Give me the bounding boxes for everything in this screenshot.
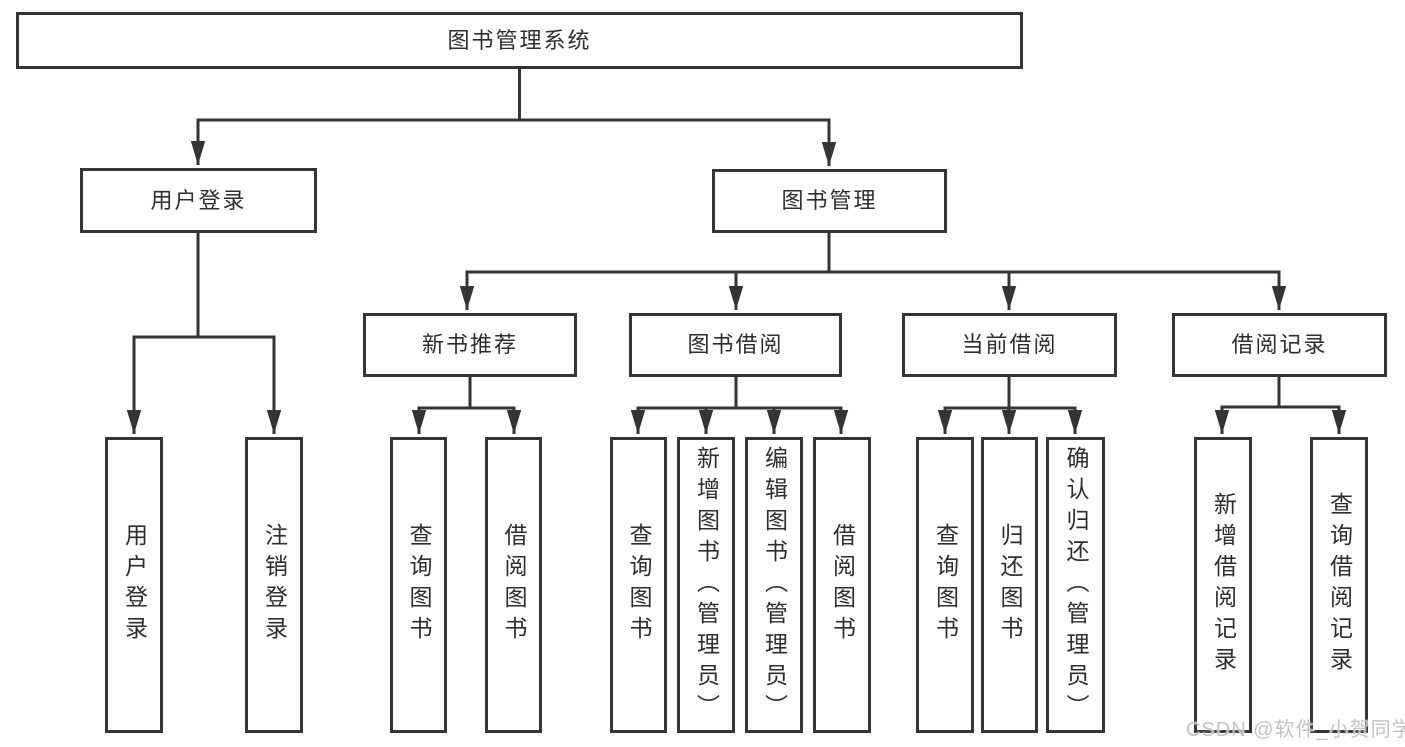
- leaf-query-books-1-label: 查询图书: [406, 523, 432, 647]
- leaf-logout-label: 注销登录: [261, 523, 288, 647]
- connector-borrow-records-split: [1220, 377, 1341, 409]
- connector-root-split: [196, 69, 831, 122]
- leaf-return-books: 归还图书: [981, 437, 1038, 733]
- leaf-add-borrow-record-label: 新增借阅记录: [1210, 492, 1237, 678]
- node-current-borrow-label: 当前借阅: [961, 332, 1058, 357]
- leaf-query-books-3-label: 查询图书: [932, 523, 959, 647]
- leaf-query-borrow-record: 查询借阅记录: [1310, 437, 1368, 733]
- leaf-confirm-return-admin-label: 确认归还（管理员）: [1063, 445, 1089, 725]
- connector-book-borrow-split: [636, 377, 843, 410]
- node-user-login-branch: 用户登录: [80, 168, 317, 233]
- connector-current-borrow-split: [943, 377, 1077, 410]
- connector-new-book-split: [417, 377, 516, 410]
- node-root: 图书管理系统: [16, 12, 1023, 69]
- leaf-borrow-books-2-label: 借阅图书: [829, 523, 856, 647]
- leaf-edit-book-admin-label: 编辑图书（管理员）: [761, 445, 788, 725]
- leaf-add-book-admin-label: 新增图书（管理员）: [693, 445, 720, 725]
- leaf-query-books-1: 查询图书: [390, 437, 447, 733]
- node-book-borrow-label: 图书借阅: [687, 332, 784, 357]
- node-new-book-rec: 新书推荐: [363, 313, 577, 377]
- leaf-confirm-return-admin: 确认归还（管理员）: [1046, 437, 1105, 733]
- leaf-query-borrow-record-label: 查询借阅记录: [1326, 492, 1353, 678]
- leaf-borrow-books-2: 借阅图书: [813, 437, 871, 733]
- node-book-mgmt-branch-label: 图书管理: [781, 188, 878, 213]
- node-borrow-records-label: 借阅记录: [1231, 332, 1328, 357]
- node-user-login-branch-label: 用户登录: [150, 187, 247, 213]
- leaf-borrow-books-1-label: 借阅图书: [501, 523, 527, 647]
- node-new-book-rec-label: 新书推荐: [421, 332, 518, 357]
- csdn-watermark: CSDN @软件_小贺同学: [1186, 719, 1405, 741]
- leaf-query-books-3: 查询图书: [916, 437, 974, 733]
- node-root-label: 图书管理系统: [447, 27, 592, 53]
- node-book-mgmt-branch: 图书管理: [712, 169, 947, 233]
- leaf-add-book-admin: 新增图书（管理员）: [677, 437, 735, 733]
- leaf-logout: 注销登录: [245, 437, 303, 733]
- leaf-query-books-2: 查询图书: [610, 437, 667, 733]
- leaf-add-borrow-record: 新增借阅记录: [1194, 437, 1252, 733]
- connector-book-mgmt-split: [465, 233, 1281, 274]
- leaf-user-login: 用户登录: [105, 437, 163, 733]
- node-current-borrow: 当前借阅: [902, 313, 1117, 377]
- leaf-query-books-2-label: 查询图书: [626, 523, 652, 647]
- leaf-user-login-label: 用户登录: [121, 523, 148, 647]
- leaf-edit-book-admin: 编辑图书（管理员）: [745, 437, 803, 733]
- node-borrow-records: 借阅记录: [1172, 313, 1387, 377]
- node-book-borrow: 图书借阅: [629, 313, 842, 377]
- connector-user-login-split: [132, 233, 276, 339]
- leaf-borrow-books-1: 借阅图书: [485, 437, 542, 733]
- leaf-return-books-label: 归还图书: [997, 523, 1023, 647]
